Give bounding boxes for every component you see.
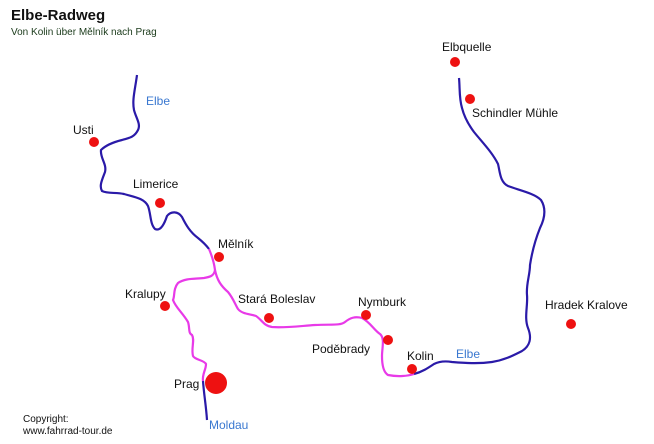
marker-nymburk[interactable] bbox=[361, 310, 371, 320]
elbe-river-east bbox=[413, 77, 546, 376]
label-stara-boleslav: Stará Boleslav bbox=[238, 292, 316, 306]
label-kralupy: Kralupy bbox=[125, 287, 166, 301]
marker-schindler[interactable] bbox=[465, 94, 475, 104]
route-melnik-prag bbox=[171, 269, 217, 382]
copyright-label: Copyright: bbox=[23, 414, 69, 425]
label-elbquelle: Elbquelle bbox=[442, 40, 492, 54]
map-title: Elbe-Radweg bbox=[11, 7, 106, 24]
label-melnik: Mělník bbox=[218, 237, 254, 251]
marker-elbquelle[interactable] bbox=[450, 57, 460, 67]
label-nymburk: Nymburk bbox=[358, 295, 407, 309]
label-schindler: Schindler Mühle bbox=[472, 106, 559, 120]
route-melnik-kolin bbox=[207, 248, 415, 378]
moldau-river bbox=[201, 380, 209, 421]
label-limerice: Limerice bbox=[133, 177, 179, 191]
label-hradek: Hradek Kralove bbox=[545, 298, 628, 312]
label-elbe-north: Elbe bbox=[146, 94, 171, 108]
label-usti: Usti bbox=[73, 123, 94, 137]
marker-usti[interactable] bbox=[89, 137, 99, 147]
marker-stara-boleslav[interactable] bbox=[264, 313, 274, 323]
marker-hradek[interactable] bbox=[566, 319, 576, 329]
label-kolin: Kolin bbox=[407, 349, 434, 363]
label-podebrady: Poděbrady bbox=[312, 342, 371, 356]
marker-prag[interactable] bbox=[205, 372, 227, 394]
copyright-site: www.fahrrad-tour.de bbox=[23, 426, 113, 437]
label-elbe-east: Elbe bbox=[456, 347, 481, 361]
elbe-river-west bbox=[99, 74, 210, 250]
label-prag: Prag bbox=[174, 377, 200, 391]
copyright: Copyright: www.fahrrad-tour.de bbox=[23, 414, 113, 438]
marker-kolin[interactable] bbox=[407, 364, 417, 374]
marker-limerice[interactable] bbox=[155, 198, 165, 208]
label-moldau: Moldau bbox=[209, 418, 249, 432]
map-subtitle: Von Kolin über Mělník nach Prag bbox=[11, 27, 157, 38]
marker-kralupy[interactable] bbox=[160, 301, 170, 311]
city-markers bbox=[89, 57, 576, 394]
marker-melnik[interactable] bbox=[214, 252, 224, 262]
marker-podebrady[interactable] bbox=[383, 335, 393, 345]
